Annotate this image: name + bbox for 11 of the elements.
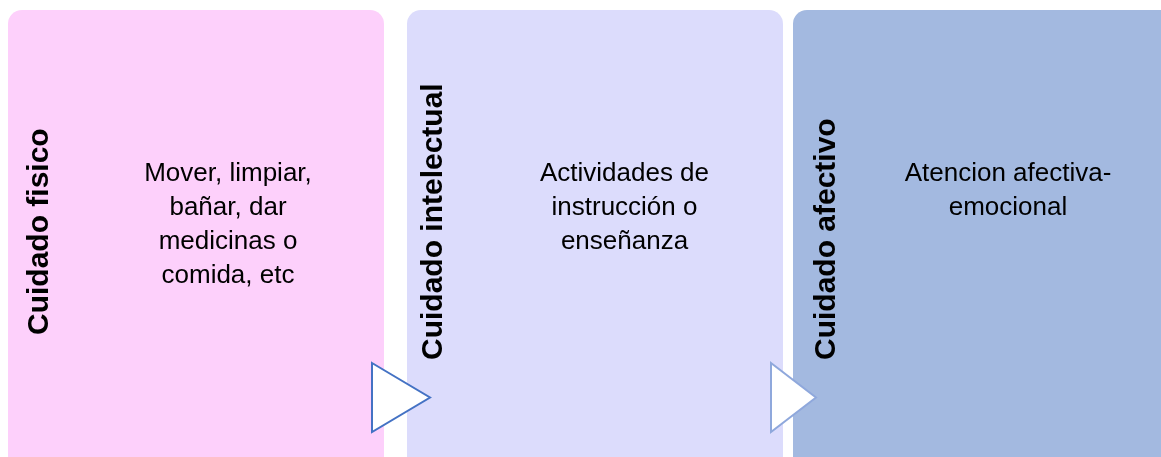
panel-description: Mover, limpiar, bañar, dar medicinas o comida, etc: [143, 156, 313, 291]
panel-heading: Cuidado fisico: [20, 127, 55, 335]
stage-panel: [793, 10, 1161, 457]
panel-description: Atencion afectiva-emocional: [903, 156, 1113, 223]
panel-description: Actividades de instrucción o enseñanza: [538, 156, 711, 257]
chevron-arrow: [770, 360, 818, 435]
panel-heading: Cuidado afectivo: [807, 117, 842, 360]
stage-panel: [407, 10, 783, 457]
stage-panel: [8, 10, 384, 457]
chevron-arrow: [371, 361, 432, 434]
panel-heading: Cuidado intelectual: [414, 82, 449, 360]
